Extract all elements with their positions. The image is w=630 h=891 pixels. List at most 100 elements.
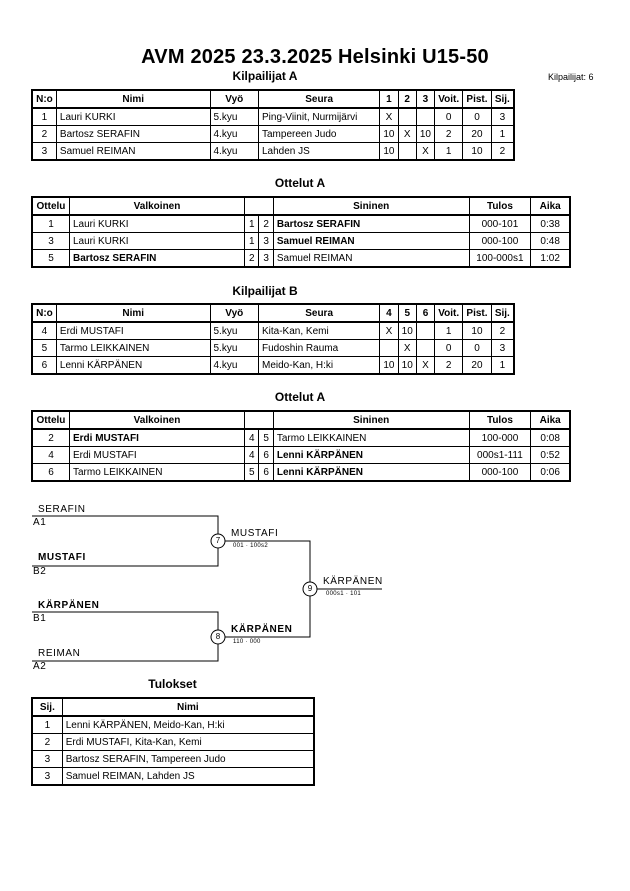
col-header: Nimi [55,303,211,323]
cell: 20 [462,356,492,375]
col-header: Nimi [61,697,315,717]
table-row: 6 Lenni KÄRPÄNEN 4.kyu Meido-Kan, H:ki 1… [31,356,515,375]
cell: Lenni KÄRPÄNEN [55,356,211,375]
blue-no: 3 [258,249,274,268]
table-row: 2 Erdi MUSTAFI 4 5 Tarmo LEIKKAINEN 100-… [31,428,571,447]
match-9-number: 9 [307,584,313,593]
col-header: N:o [31,303,57,323]
match-no: 5 [31,249,70,268]
col-header: Sij. [490,89,515,109]
match-7-winner: MUSTAFI [231,528,279,539]
match-no: 6 [31,463,70,482]
col-header: Ottelu [31,196,70,216]
blue-no: 6 [258,446,274,464]
blue-no: 6 [258,463,274,482]
cell: 10 [379,142,399,161]
name-club: Bartosz SERAFIN, Tampereen Judo [61,750,315,768]
cell: 10 [415,125,436,143]
match-no: 3 [31,232,70,250]
result: 000-100 [468,463,532,482]
cell: 1 [490,356,515,375]
cell: 3 [31,142,57,161]
match-9-winner: KÄRPÄNEN [323,576,383,587]
col-header: Seura [257,89,381,109]
table-row: 1 Lenni KÄRPÄNEN, Meido-Kan, H:ki [31,715,315,734]
table-row: 5 Bartosz SERAFIN 2 3 Samuel REIMAN 100-… [31,249,571,268]
cell: Bartosz SERAFIN [55,125,211,143]
table-row: 3 Bartosz SERAFIN, Tampereen Judo [31,750,315,768]
cell: 5 [31,339,57,357]
cell: 2 [490,142,515,161]
cell: 10 [462,142,492,161]
bracket-b2-name: MUSTAFI [38,552,86,563]
col-header: Aika [530,410,571,430]
table-row: 3 Samuel REIMAN 4.kyu Lahden JS 10 X 1 1… [31,142,515,161]
matches-b-table: Ottelu Valkoinen Sininen Tulos Aika 2 Er… [31,410,571,482]
table-row: 6 Tarmo LEIKKAINEN 5 6 Lenni KÄRPÄNEN 00… [31,463,571,482]
table-row: 3 Lauri KURKI 1 3 Samuel REIMAN 000-100 … [31,232,571,250]
cell: 6 [31,356,57,375]
cell: Meido-Kan, H:ki [257,356,381,375]
page-title: AVM 2025 23.3.2025 Helsinki U15-50 [141,46,489,68]
time: 0:48 [530,232,571,250]
match-8-marker [210,629,226,645]
col-header: Ottelu [31,410,70,430]
table-row: 5 Tarmo LEIKKAINEN 5.kyu Fudoshin Rauma … [31,339,515,357]
cell: 10 [397,356,417,375]
matches-b-heading: Ottelut A [274,390,326,404]
col-header: 5 [397,303,417,323]
col-header: 3 [415,89,436,109]
col-header: Sininen [272,410,470,430]
bracket-a1-name: SERAFIN [38,504,86,515]
pool-a-table: N:o Nimi Vyö Seura 1 2 3 Voit. Pist. Sij… [31,89,515,161]
pool-b-heading: Kilpailijat B [232,284,298,298]
match-7-number: 7 [215,536,221,545]
cell: 2 [31,125,57,143]
col-header: Vyö [209,89,259,109]
col-header: Aika [530,196,571,216]
cell: X [415,142,436,161]
time: 0:06 [530,463,571,482]
col-header: Valkoinen [68,410,246,430]
match-9-marker [302,581,318,597]
matches-a-table: Ottelu Valkoinen Sininen Tulos Aika 1 La… [31,196,571,268]
bracket-a1-seed: A1 [33,517,47,528]
bracket-a2-name: REIMAN [38,648,81,659]
table-row: 1 Lauri KURKI 5.kyu Ping-Viinit, Nurmijä… [31,107,515,126]
match-7-score: 001 · 100s2 [233,543,268,549]
results-heading: Tulokset [148,677,197,691]
cell: Tarmo LEIKKAINEN [55,339,211,357]
col-header: Valkoinen [68,196,246,216]
cell: X [415,356,436,375]
col-header: 6 [415,303,436,323]
bracket-b1-name: KÄRPÄNEN [38,600,100,611]
matches-a-heading: Ottelut A [274,176,326,190]
blue-no: 3 [258,232,274,250]
pool-b-table: N:o Nimi Vyö Seura 4 5 6 Voit. Pist. Sij… [31,303,515,375]
time: 0:52 [530,446,571,464]
cell: Tampereen Judo [257,125,381,143]
name-club: Erdi MUSTAFI, Kita-Kan, Kemi [61,733,315,751]
col-header: Vyö [209,303,259,323]
place: 3 [31,767,63,786]
col-header: Sininen [272,196,470,216]
bracket-b2-seed: B2 [33,566,47,577]
col-header: Pist. [462,89,492,109]
cell: 5.kyu [209,339,259,357]
name-club: Lenni KÄRPÄNEN, Meido-Kan, H:ki [61,715,315,734]
match-8-score: 110 · 000 [233,639,261,645]
blue-name: Lenni KÄRPÄNEN [272,446,470,464]
time: 1:02 [530,249,571,268]
col-header: Sij. [31,697,63,717]
col-header: 1 [379,89,399,109]
bracket-b1-seed: B1 [33,613,47,624]
cell: 10 [379,125,399,143]
col-header: Sij. [490,303,515,323]
col-header: N:o [31,89,57,109]
place: 2 [31,733,63,751]
match-9-score: 000s1 · 101 [326,591,361,597]
match-no: 4 [31,446,70,464]
table-row: 4 Erdi MUSTAFI 4 6 Lenni KÄRPÄNEN 000s1-… [31,446,571,464]
col-header: Pist. [462,303,492,323]
